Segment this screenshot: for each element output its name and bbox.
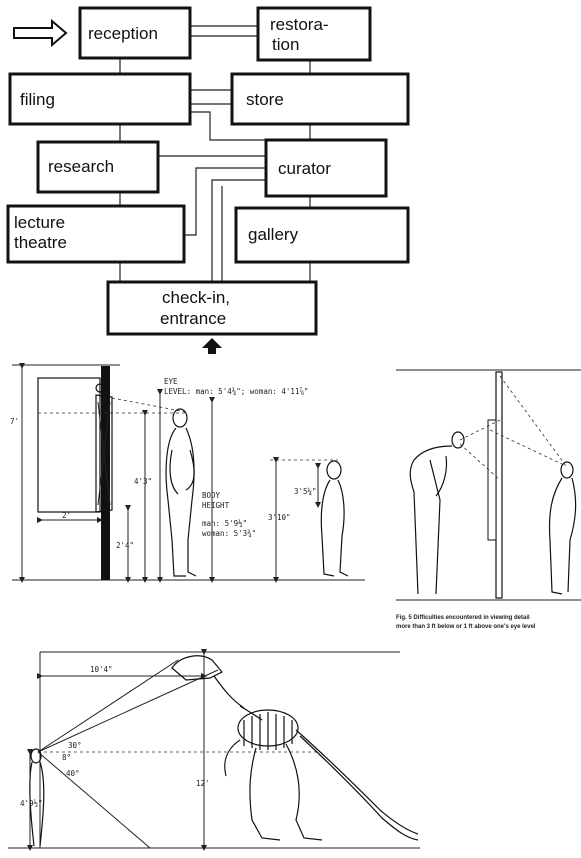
box-reception	[78, 6, 192, 60]
box-research	[36, 140, 160, 194]
entry-arrow-icon	[13, 18, 68, 48]
dim-3ft5: 3'5¼"	[294, 487, 317, 496]
fig5-panel	[487, 419, 497, 541]
angle-30: 30°	[68, 741, 82, 750]
dim-2ft4: 2'4"	[116, 541, 134, 550]
box-filing	[8, 72, 192, 126]
eye-level-label-2: LEVEL: man: 5'4¾"; woman: 4'11⅞"	[164, 387, 309, 396]
label-gallery: gallery	[248, 225, 299, 244]
dim-4ft3: 4'3"	[134, 477, 152, 486]
label-lecture-2: theatre	[14, 233, 67, 252]
dim-2ft: 2'	[62, 511, 71, 520]
label-curator: curator	[278, 159, 331, 178]
label-checkin-2: entrance	[160, 309, 226, 328]
dim-7ft: 7'	[10, 417, 19, 426]
box-lecture-theatre	[6, 204, 186, 264]
dinosaur-viewer-figure	[29, 748, 45, 847]
box-gallery	[234, 206, 410, 264]
dim-12ft: 12'	[196, 779, 210, 788]
man-figure	[165, 408, 197, 577]
label-lecture-1: lecture	[14, 213, 65, 232]
box-store	[230, 72, 410, 126]
entrance-arrow-icon	[202, 338, 222, 354]
fig5-upward-figure	[548, 461, 577, 595]
dinosaur-skeleton	[171, 655, 419, 841]
dim-height: 4'9½"	[20, 799, 43, 808]
display-panel	[37, 377, 101, 513]
angle-40: 40°	[66, 769, 80, 778]
wall	[101, 366, 110, 580]
box-check-in	[106, 280, 318, 336]
eye-level-label-1: EYE	[164, 377, 178, 386]
box-restoration	[256, 6, 372, 62]
dim-3ft10: 3'10"	[268, 513, 291, 522]
label-restoration-1: restora-	[270, 15, 329, 34]
flow-connectors	[119, 25, 311, 282]
label-filing: filing	[20, 90, 55, 109]
boy-figure	[320, 460, 349, 577]
eye-level-diagram: 7' 2' 4'3" 2'4" EYE LEVEL: man: 5'4¾"; w…	[10, 363, 365, 583]
flow-diagram: reception restora- tion filing store res…	[6, 6, 410, 354]
box-curator	[264, 138, 388, 198]
label-checkin-1: check-in,	[162, 288, 230, 307]
body-height-label-1: BODY	[202, 491, 221, 500]
fig5-viewing-diagram: Fig. 5 Difficulties encountered in viewi…	[396, 369, 581, 630]
body-height-woman: woman: 5'3¾"	[202, 529, 256, 538]
fig5-bending-figure	[409, 431, 465, 595]
label-reception: reception	[88, 24, 158, 43]
angle-8: 8°	[62, 753, 71, 762]
fig5-wall	[495, 371, 503, 599]
body-height-man: man: 5'9½"	[202, 519, 247, 528]
label-restoration-2: tion	[272, 35, 299, 54]
dim-10ft4: 10'4"	[90, 665, 113, 674]
body-height-label-2: HEIGHT	[202, 501, 230, 510]
fig5-caption-2: more than 3 ft below or 1 ft above one's…	[396, 624, 536, 630]
fig5-caption-1: Fig. 5 Difficulties encountered in viewi…	[396, 615, 530, 621]
dinosaur-viewing-diagram: 12' 10'4" 4'9½" 30° 8° 40°	[8, 649, 420, 851]
label-store: store	[246, 90, 284, 109]
label-research: research	[48, 157, 114, 176]
